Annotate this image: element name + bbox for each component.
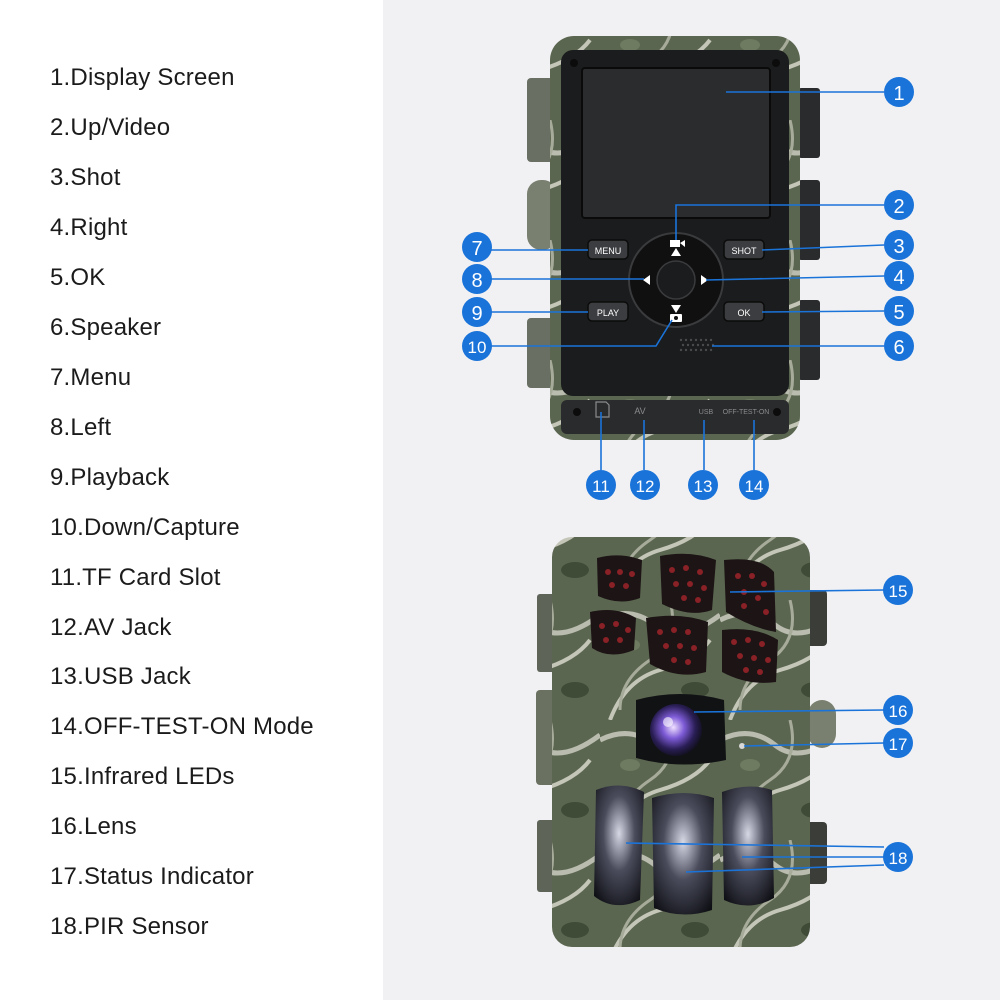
legend-item-12: 12.AV Jack: [50, 614, 172, 641]
camera-front-view: [536, 537, 836, 947]
legend-item-9: 9.Playback: [50, 464, 170, 491]
status-indicator-light: [739, 743, 745, 749]
right-arrow-icon: [701, 275, 708, 285]
callout-badge-4: 4: [884, 261, 914, 291]
svg-text:4: 4: [893, 267, 904, 289]
legend-item-8: 8.Left: [50, 414, 112, 441]
svg-text:14: 14: [745, 477, 764, 496]
callout-badge-9: 9: [462, 297, 492, 327]
mode-switch-label: OFF-TEST-ON: [723, 409, 770, 416]
svg-text:13: 13: [694, 477, 713, 496]
callout-badge-3: 3: [884, 230, 914, 260]
callout-badge-2: 2: [884, 190, 914, 220]
callout-badge-6: 6: [884, 331, 914, 361]
usb-port-label: USB: [699, 409, 714, 416]
callout-badge-13: 13: [688, 470, 718, 500]
legend-item-10: 10.Down/Capture: [50, 514, 240, 541]
legend-item-4: 4.Right: [50, 214, 128, 241]
legend-item-7: 7.Menu: [50, 364, 132, 391]
svg-text:1: 1: [893, 83, 904, 105]
sd-card-icon: [595, 401, 610, 418]
legend-item-16: 16.Lens: [50, 813, 137, 840]
pir-sensor: [594, 785, 774, 915]
av-port-label: AV: [634, 406, 645, 416]
svg-text:9: 9: [471, 303, 482, 325]
display-screen: [581, 67, 771, 219]
callout-badge-7: 7: [462, 232, 492, 262]
down-capture-icon: [670, 305, 682, 322]
callout-badge-8: 8: [462, 264, 492, 294]
legend-item-15: 15.Infrared LEDs: [50, 763, 235, 790]
svg-text:6: 6: [893, 337, 904, 359]
callout-badge-10: 10: [462, 331, 492, 361]
callout-badge-18: 18: [883, 842, 913, 872]
svg-text:8: 8: [471, 270, 482, 292]
menu-button-label: MENU: [595, 246, 622, 256]
legend-panel: 1.Display Screen 2.Up/Video 3.Shot 4.Rig…: [0, 0, 383, 1000]
svg-text:3: 3: [893, 236, 904, 258]
callout-badge-1: 1: [884, 77, 914, 107]
svg-text:10: 10: [468, 338, 487, 357]
left-arrow-icon: [643, 275, 650, 285]
callout-badge-16: 16: [883, 695, 913, 725]
legend-item-17: 17.Status Indicator: [50, 863, 254, 890]
svg-text:16: 16: [889, 702, 908, 721]
play-button-label: PLAY: [597, 308, 619, 318]
up-video-icon: [670, 240, 685, 256]
callout-badge-17: 17: [883, 728, 913, 758]
svg-text:11: 11: [592, 477, 610, 496]
svg-text:18: 18: [889, 849, 908, 868]
svg-text:15: 15: [889, 582, 908, 601]
callout-badge-11: 11: [586, 470, 616, 500]
legend-item-14: 14.OFF-TEST-ON Mode: [50, 713, 314, 740]
svg-text:5: 5: [893, 302, 904, 324]
lens: [650, 704, 702, 756]
camera-back-view: MENU SHOT PLAY OK AV USB OFF-TEST-ON: [527, 36, 820, 440]
legend-item-13: 13.USB Jack: [50, 663, 191, 690]
callout-badge-14: 14: [739, 470, 769, 500]
legend-item-18: 18.PIR Sensor: [50, 913, 209, 940]
svg-text:7: 7: [471, 238, 482, 260]
callout-badge-15: 15: [883, 575, 913, 605]
legend-item-2: 2.Up/Video: [50, 114, 171, 141]
legend-item-1: 1.Display Screen: [50, 64, 235, 91]
svg-text:2: 2: [893, 196, 904, 218]
svg-text:12: 12: [636, 477, 655, 496]
svg-text:17: 17: [889, 735, 908, 754]
ok-button-label: OK: [737, 308, 750, 318]
legend-item-3: 3.Shot: [50, 164, 121, 191]
legend-item-5: 5.OK: [50, 264, 106, 291]
speaker-grille: [679, 338, 715, 352]
callout-badge-12: 12: [630, 470, 660, 500]
shot-button-label: SHOT: [731, 246, 757, 256]
legend-item-11: 11.TF Card Slot: [50, 564, 221, 591]
callout-badge-5: 5: [884, 296, 914, 326]
callout-badges: 1 2 3 4 5 6 7 8 9 10 11 12 13 14 15 16 1…: [462, 77, 914, 872]
callout-lines: [490, 91, 885, 873]
legend-item-6: 6.Speaker: [50, 314, 162, 341]
infrared-led-array: [590, 553, 778, 683]
